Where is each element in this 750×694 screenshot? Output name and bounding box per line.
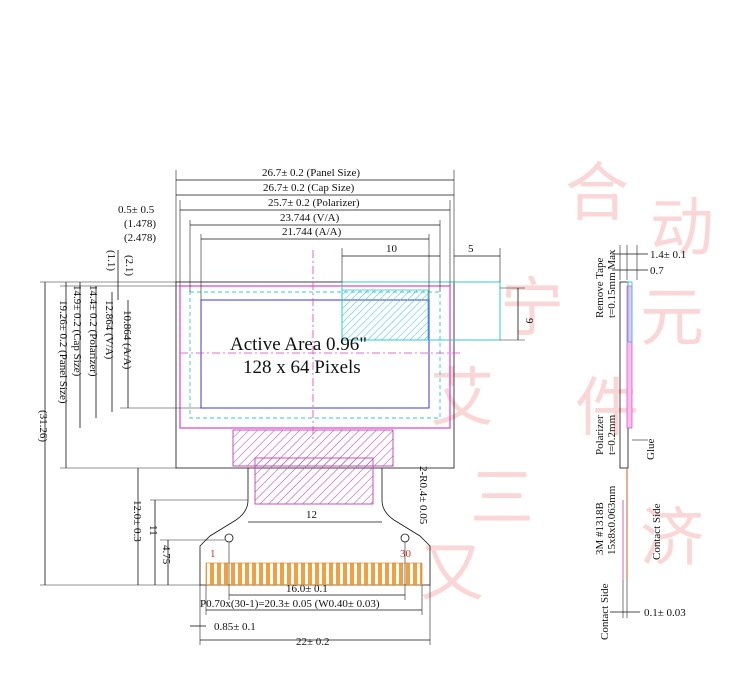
svg-text:又: 又 [420, 537, 484, 611]
fpc-hole-right [400, 533, 410, 543]
dim-v-2-1: (2.1) [123, 255, 135, 276]
dim-nine: 9 [523, 318, 535, 324]
front-view: Active Area 0.96" 128 x 64 Pixels 1 30 [175, 250, 501, 586]
dim-panel-height: 19.26± 0.2 (Panel Size) [57, 300, 69, 404]
fpc-bend-area [254, 457, 374, 505]
svg-text:济: 济 [640, 502, 704, 576]
svg-text:宁: 宁 [500, 272, 564, 346]
dim-fpc-width: 22± 0.2 [296, 636, 330, 648]
dim-polarizer: 25.7± 0.2 (Polarizer) [268, 197, 360, 209]
side-remove-tape-label: Remove Tape [594, 257, 606, 318]
dim-radius: 2-R0.4± 0.05 [417, 466, 429, 525]
left-dimensions: (31.26) 19.26± 0.2 (Panel Size) 14.9± 0.… [37, 250, 248, 586]
svg-text:合: 合 [565, 157, 629, 231]
pin-last-label: 30 [400, 548, 412, 560]
watermark: 合 动 宁 元 艾 件 三 济 又 [420, 157, 714, 611]
dim-polarizer-height: 14.4± 0.2 (Polarizer) [87, 285, 99, 377]
side-glass: 0.7 [650, 265, 664, 277]
side-3m-size: 15x8x0.063mm [606, 485, 618, 555]
dim-aa-height: 10.864 (A/A) [121, 310, 133, 370]
active-area-title: Active Area 0.96" [230, 334, 367, 355]
dim-panel-size: 26.7± 0.2 (Panel Size) [262, 167, 360, 179]
cyan-hatched-region [341, 289, 429, 341]
dim-cap-height: 14.9± 0.2 (Cap Size) [71, 285, 83, 377]
dim-pin-span: 16.0± 0.1 [286, 583, 328, 595]
side-glue-label: Glue [645, 439, 657, 461]
dim-v-1-1: (1.1) [105, 250, 117, 271]
dim-left-0-5: 0.5± 0.5 [118, 204, 155, 216]
resolution-label: 128 x 64 Pixels [243, 357, 361, 378]
side-polarizer [626, 285, 633, 429]
svg-text:三: 三 [470, 462, 534, 536]
side-3m-label: 3M #1318B [594, 502, 606, 555]
dim-left-1-478: (1.478) [124, 218, 156, 230]
dim-left-2-478: (2.478) [124, 232, 156, 244]
dim-aa-width: 21.744 (A/A) [282, 226, 342, 238]
dim-fpc-11: 11 [147, 525, 159, 536]
dim-fpc-4-75: 4.75 [160, 545, 172, 565]
fpc-hole-left [224, 533, 234, 543]
active-area-outline [200, 299, 430, 409]
dim-va-height: 12.864 (V/A) [103, 300, 115, 360]
polarizer-outline [179, 285, 451, 429]
dim-cap-size: 26.7± 0.2 (Cap Size) [263, 182, 355, 194]
side-view: 1.4± 0.1 0.7 Remove Tape t=0.15mm Max Po… [594, 245, 686, 640]
dim-five: 5 [468, 243, 474, 255]
svg-text:动: 动 [650, 192, 714, 266]
fpc-contact-pins [205, 562, 423, 586]
dim-total-height: (31.26) [37, 410, 49, 442]
side-remove-tape [627, 281, 633, 343]
dim-va-width: 23.744 (V/A) [280, 212, 340, 224]
side-thickness: 1.4± 0.1 [650, 249, 686, 261]
dim-edge: 0.85± 0.1 [214, 621, 256, 633]
side-contact-side-a: Contact Side [599, 583, 611, 640]
side-polarizer-t: t=0.2mm [606, 414, 618, 455]
side-contact-side-b: Contact Side [651, 503, 663, 560]
svg-text:艾: 艾 [430, 362, 494, 436]
dim-twelve: 12 [306, 509, 317, 521]
bottom-dimensions: 12 2-R0.4± 0.05 16.0± 0.1 P0.70x(30-1)=2… [190, 466, 431, 648]
dim-ten: 10 [386, 243, 398, 255]
viewing-area-outline [189, 291, 441, 419]
side-polarizer-label: Polarizer [594, 415, 606, 455]
side-remove-tape-t: t=0.15mm Max [606, 249, 618, 318]
svg-text:元: 元 [640, 282, 704, 356]
pin-first-label: 1 [210, 548, 216, 560]
dim-pitch: P0.70x(30-1)=20.3± 0.05 (W0.40± 0.03) [200, 598, 380, 610]
dim-fpc-12-0: 12.0± 0.3 [131, 500, 143, 542]
top-dimensions: 26.7± 0.2 (Panel Size) 26.7± 0.2 (Cap Si… [118, 167, 535, 341]
side-contact-dim: 0.1± 0.03 [644, 607, 686, 619]
